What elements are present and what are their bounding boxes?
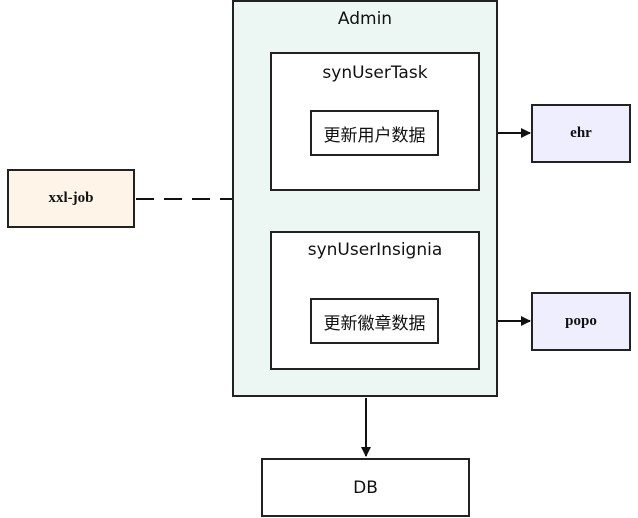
database-label: DB xyxy=(353,477,378,498)
action-label: 更新用户数据 xyxy=(323,125,426,146)
action-box-update-user-data: 更新用户数据 xyxy=(310,110,439,156)
database-box: DB xyxy=(261,458,470,517)
task-title: synUserTask xyxy=(322,63,428,83)
scheduler-box-xxl-job: xxl-job xyxy=(7,169,135,228)
external-box-ehr: ehr xyxy=(531,104,631,163)
admin-label: Admin xyxy=(337,9,393,29)
external-box-popo: popo xyxy=(531,292,631,351)
external-label: ehr xyxy=(570,125,592,141)
task-box-syn-user-task: synUserTask xyxy=(270,52,480,191)
task-title: synUserInsignia xyxy=(307,240,443,260)
external-label: popo xyxy=(565,313,597,329)
action-label: 更新徽章数据 xyxy=(323,313,426,334)
action-box-update-insignia-data: 更新徽章数据 xyxy=(310,298,439,344)
scheduler-label: xxl-job xyxy=(48,190,94,206)
